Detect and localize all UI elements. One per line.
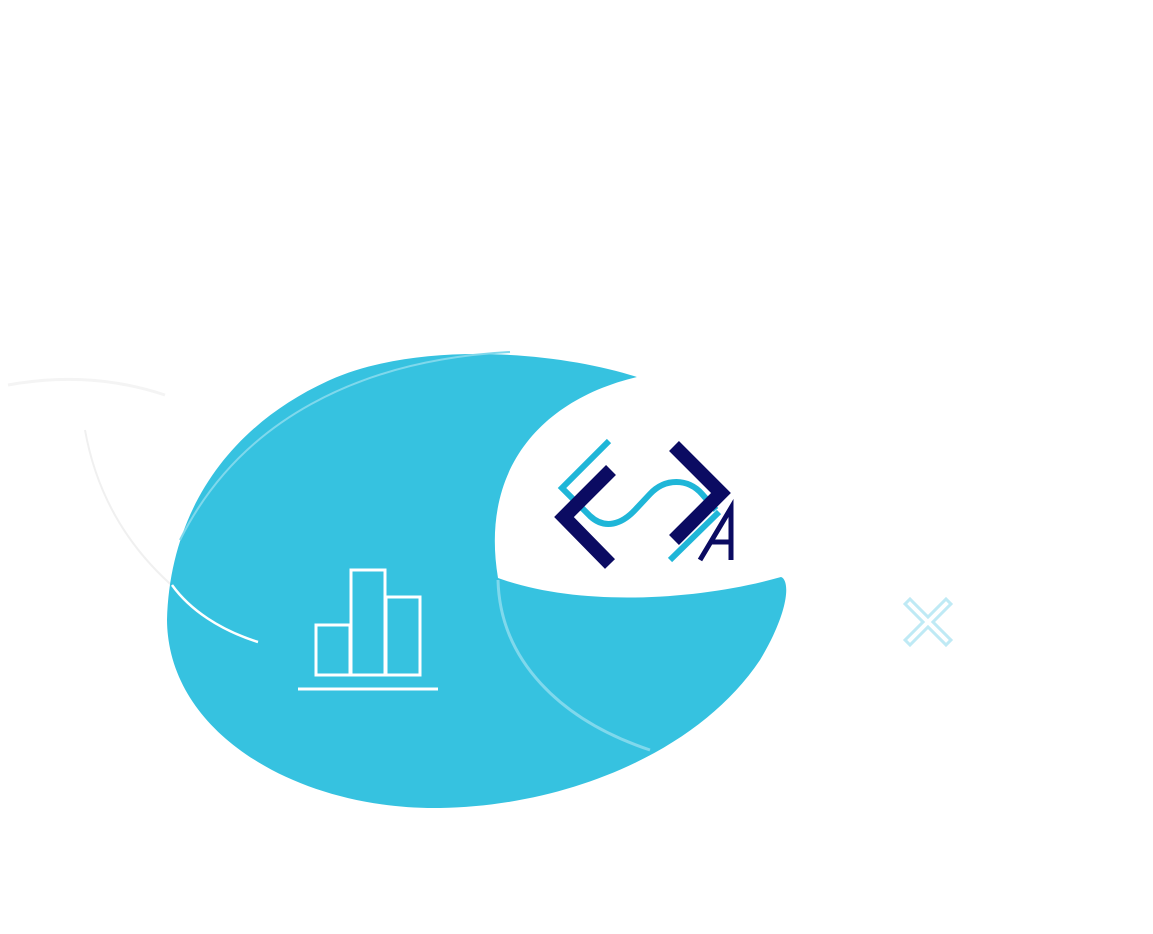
close-button[interactable]	[900, 596, 956, 648]
blob-inner-arc	[496, 579, 651, 752]
cyan-blob-shape	[167, 354, 787, 809]
blob-white-arc	[170, 584, 259, 644]
decorative-arc-left	[7, 377, 166, 397]
blob-top-arc	[179, 351, 511, 541]
sa-monogram-icon	[554, 438, 734, 569]
bar-chart-icon	[298, 568, 438, 691]
close-icon	[902, 596, 954, 648]
